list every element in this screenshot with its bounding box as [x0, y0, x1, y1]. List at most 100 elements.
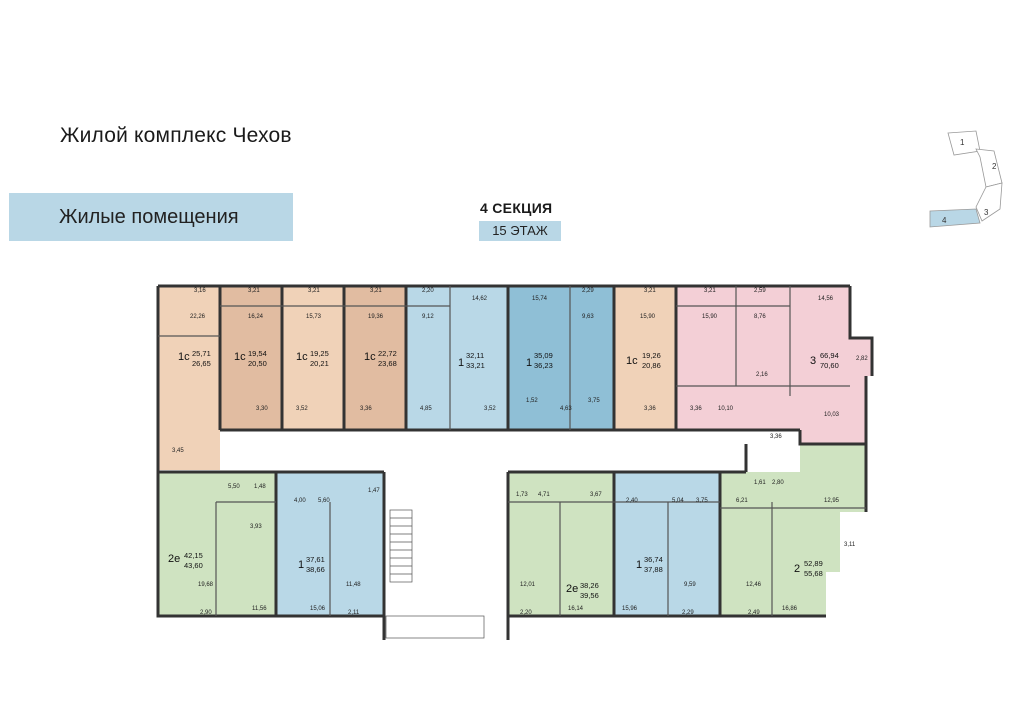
- room-area: 9,59: [684, 582, 696, 588]
- room-area: 3,93: [250, 524, 262, 530]
- room-area: 3,36: [644, 406, 656, 412]
- room-area: 1,52: [526, 398, 538, 404]
- keymap-label-2: 2: [992, 162, 997, 171]
- room-area: 3,21: [308, 288, 320, 294]
- room-area: 3,67: [590, 492, 602, 498]
- apt-type: 3: [810, 355, 816, 367]
- room-area: 4,63: [560, 406, 572, 412]
- apt-area-total: 23,68: [378, 359, 397, 368]
- apt-area-living: 66,94: [820, 351, 839, 360]
- room-area: 3,75: [696, 498, 708, 504]
- apartment-1c-a2[interactable]: [220, 286, 282, 430]
- room-area: 2,59: [754, 288, 766, 294]
- room-area: 15,96: [622, 606, 638, 612]
- apt-a7-labels: 1с 19,26 20,86 3,21 15,90 3,36: [626, 288, 661, 412]
- room-area: 3,75: [588, 398, 600, 404]
- apartment-2-a13[interactable]: [720, 444, 866, 616]
- room-area: 11,56: [252, 606, 267, 612]
- apt-type: 1: [636, 559, 642, 571]
- keymap-section-4[interactable]: [929, 208, 981, 228]
- walls: [156, 284, 874, 640]
- room-area: 15,90: [702, 314, 718, 320]
- room-area: 15,73: [306, 314, 322, 320]
- stair-core: [384, 472, 508, 640]
- room-area: 12,01: [520, 582, 536, 588]
- room-area: 9,12: [422, 314, 434, 320]
- room-area: 3,30: [256, 406, 268, 412]
- apt-a6-labels: 1 35,09 36,23 15,74 2,29 9,63 1,52 4,63 …: [526, 288, 600, 412]
- apt-area-total: 20,21: [310, 359, 329, 368]
- apt-area-living: 42,15: [184, 551, 203, 560]
- apt-a5-labels: 1 32,11 33,21 2,20 9,12 14,62 4,85 3,52: [420, 288, 496, 412]
- section-label: 4 СЕКЦИЯ: [480, 200, 553, 216]
- apt-area-total: 20,86: [642, 361, 661, 370]
- keymap-section-3[interactable]: [975, 182, 1003, 222]
- room-area: 6,21: [736, 498, 748, 504]
- room-area: 3,36: [360, 406, 372, 412]
- apt-area-living: 19,54: [248, 349, 267, 358]
- room-area: 2,11: [348, 610, 360, 616]
- apt-area-living: 35,09: [534, 351, 553, 360]
- apt-area-total: 33,21: [466, 361, 485, 370]
- room-area: 3,36: [690, 406, 702, 412]
- room-area: 3,45: [172, 448, 184, 454]
- room-area: 2,90: [200, 610, 212, 616]
- apartment-3-a8[interactable]: [676, 286, 872, 444]
- apt-type: 1: [298, 559, 304, 571]
- section-keymap: 1 2 3 4: [929, 130, 1003, 228]
- room-area: 1,73: [516, 492, 528, 498]
- apt-type: 1с: [364, 351, 376, 363]
- room-area: 11,48: [346, 582, 361, 588]
- apt-area-total: 20,50: [248, 359, 267, 368]
- room-area: 3,21: [370, 288, 382, 294]
- apt-area-total: 36,23: [534, 361, 553, 370]
- apartment-1-a6[interactable]: [508, 286, 614, 430]
- room-area: 15,06: [310, 606, 326, 612]
- room-area: 9,63: [582, 314, 594, 320]
- apartment-1c-a1[interactable]: [158, 286, 220, 470]
- room-area: 12,95: [824, 498, 840, 504]
- apt-a12-labels: 1 36,74 37,88 2,40 5,04 3,75 9,59 15,96 …: [622, 498, 708, 616]
- apt-a11-labels: 2е 38,26 39,56 1,73 4,71 3,67 12,01 16,1…: [516, 492, 602, 616]
- apartment-2e-a11[interactable]: [508, 472, 614, 616]
- keymap-label-3: 3: [984, 208, 989, 217]
- apt-type: 1с: [296, 351, 308, 363]
- apt-a13-labels: 2 52,89 55,68 6,21 1,61 2,80 12,95 3,11 …: [736, 480, 856, 616]
- room-area: 12,46: [746, 582, 762, 588]
- staircase: [385, 509, 485, 639]
- interior-walls: [158, 286, 866, 616]
- apartment-1c-a3[interactable]: [282, 286, 344, 430]
- apt-a4-labels: 1с 22,72 23,68 3,21 19,36 3,36: [360, 288, 397, 412]
- apt-area-total: 26,65: [192, 359, 211, 368]
- room-area: 5,60: [318, 498, 330, 504]
- apartment-1c-a4[interactable]: [344, 286, 406, 430]
- room-area: 5,50: [228, 484, 240, 490]
- corridor: [220, 430, 800, 472]
- apartment-1-a5[interactable]: [406, 286, 508, 430]
- room-area: 2,29: [582, 288, 594, 294]
- apt-type: 1: [458, 357, 464, 369]
- room-area: 5,04: [672, 498, 684, 504]
- apt-a2-labels: 1с 19,54 20,50 3,21 16,24 3,30: [234, 288, 268, 412]
- room-area: 8,76: [754, 314, 766, 320]
- apt-area-total: 37,88: [644, 565, 663, 574]
- keymap-section-2[interactable]: [975, 148, 1003, 188]
- apt-type: 1: [526, 357, 532, 369]
- room-area: 16,24: [248, 314, 264, 320]
- room-area: 3,52: [484, 406, 496, 412]
- room-area: 10,10: [718, 406, 734, 412]
- apartment-1c-a7[interactable]: [614, 286, 676, 430]
- apartment-2e-a9[interactable]: [158, 472, 276, 616]
- room-area: 3,21: [644, 288, 656, 294]
- apt-a1-labels: 1с 25,71 26,65 3,16 22,26 3,45: [172, 288, 211, 454]
- room-area: 2,82: [856, 356, 868, 362]
- room-area: 14,56: [818, 296, 834, 302]
- category-label: Жилые помещения: [59, 206, 239, 228]
- apartment-1-a12[interactable]: [614, 472, 720, 616]
- room-area: 4,71: [538, 492, 550, 498]
- room-area: 1,61: [754, 480, 766, 486]
- room-area: 19,68: [198, 582, 214, 588]
- room-area: 2,49: [748, 610, 760, 616]
- apt-area-living: 37,61: [306, 555, 325, 564]
- category-banner: Жилые помещения: [9, 193, 293, 241]
